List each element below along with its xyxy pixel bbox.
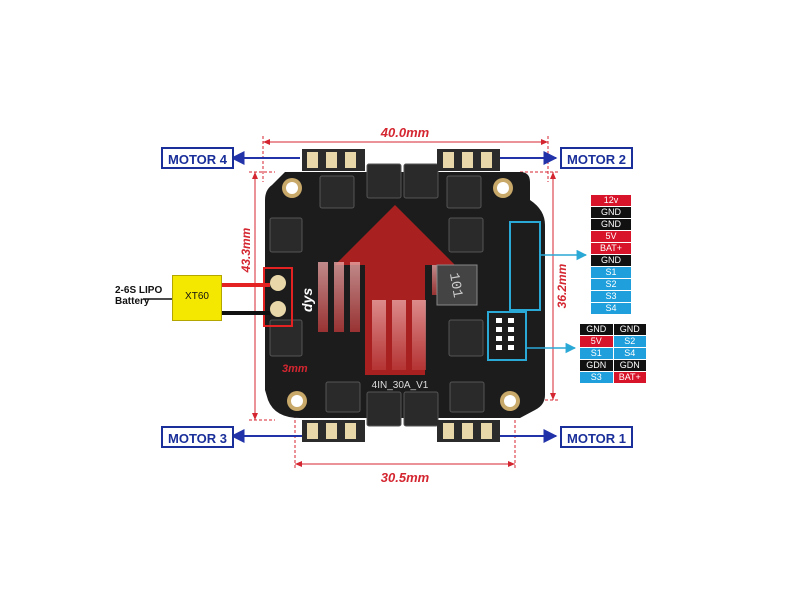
- pin-label: S2: [590, 278, 632, 291]
- pin-label: GND: [579, 323, 614, 336]
- pin-label: S4: [590, 302, 632, 315]
- inductor-label: 101: [445, 272, 465, 300]
- battery-pads: [263, 267, 293, 327]
- motor4-text: MOTOR 4: [168, 152, 227, 167]
- pin-label: S3: [590, 290, 632, 303]
- hole-size-label: 3mm: [282, 363, 308, 375]
- motor3-label: MOTOR 3: [161, 426, 234, 448]
- motor4-pads: [302, 149, 365, 171]
- pin-label: 5V: [590, 230, 632, 243]
- motor1-pads: [437, 420, 500, 442]
- brand-label: dys: [299, 288, 315, 312]
- motor2-text: MOTOR 2: [567, 152, 626, 167]
- motor1-label: MOTOR 1: [560, 426, 633, 448]
- pinout-single-entry: S3: [590, 290, 632, 303]
- dim-width-top: 40.0mm: [380, 125, 430, 140]
- dim-height-right: 36.2mm: [555, 263, 569, 308]
- dim-width-bottom: 30.5mm: [381, 470, 430, 485]
- pin-label: GDN: [612, 359, 647, 372]
- pin-label: 12v: [590, 194, 632, 207]
- pinout-single-entry: 5V: [590, 230, 632, 243]
- pinout-single-entry: GND: [590, 218, 632, 231]
- pin-label: GDN: [579, 359, 614, 372]
- pinout-single-entry: GND: [590, 206, 632, 219]
- pin-label: GND: [590, 254, 632, 267]
- motor2-label: MOTOR 2: [560, 147, 633, 169]
- pin-label: S3: [579, 371, 614, 384]
- motor3-pads: [302, 420, 365, 442]
- pcb-board: 101 dys 4IN_30A_V1 3mm: [265, 163, 545, 427]
- model-label: 4IN_30A_V1: [372, 380, 429, 391]
- pinout-single-entry: GND: [590, 254, 632, 267]
- dimension-left: 43.3mm: [239, 171, 275, 421]
- wire-gnd-label: GND: [230, 305, 246, 312]
- battery-label-line1: 2-6S LIPO: [115, 285, 163, 296]
- pin-label: GND: [590, 218, 632, 231]
- battery-label: 2-6S LIPO Battery: [115, 285, 162, 307]
- pin-label: 5V: [579, 335, 614, 348]
- connector-double-pins: [496, 318, 514, 350]
- pinout-single-entry: S4: [590, 302, 632, 315]
- motor2-pads: [437, 149, 500, 171]
- pin-label: S4: [612, 347, 647, 360]
- pin-label: GND: [590, 206, 632, 219]
- motor3-text: MOTOR 3: [168, 431, 227, 446]
- dim-height-left: 43.3mm: [239, 227, 253, 273]
- battery-wires: VCC GND: [143, 277, 270, 315]
- wire-vcc-label: VCC: [230, 277, 245, 284]
- pinout-single-entry: BAT+: [590, 242, 632, 255]
- pinout-single-entry: S2: [590, 278, 632, 291]
- battery-label-line2: Battery: [115, 296, 150, 307]
- pin-label: GND: [612, 323, 647, 336]
- xt60-label: XT60: [185, 291, 209, 302]
- pin-label: S1: [590, 266, 632, 279]
- connector-highlight-double: [487, 311, 527, 361]
- pinout-single-entry: S1: [590, 266, 632, 279]
- pin-label: BAT+: [590, 242, 632, 255]
- pinout-single-entry: 12v: [590, 194, 632, 207]
- pin-label: S2: [612, 335, 647, 348]
- motor1-text: MOTOR 1: [567, 431, 626, 446]
- connector-highlight-single: [509, 221, 541, 311]
- dimension-bottom: 30.5mm: [294, 415, 516, 485]
- xt60-connector: XT60: [172, 275, 222, 321]
- inductor: [436, 264, 478, 306]
- motor4-label: MOTOR 4: [161, 147, 234, 169]
- pin-label: BAT+: [612, 371, 647, 384]
- mosfet-chips: [269, 163, 485, 427]
- pin-label: S1: [579, 347, 614, 360]
